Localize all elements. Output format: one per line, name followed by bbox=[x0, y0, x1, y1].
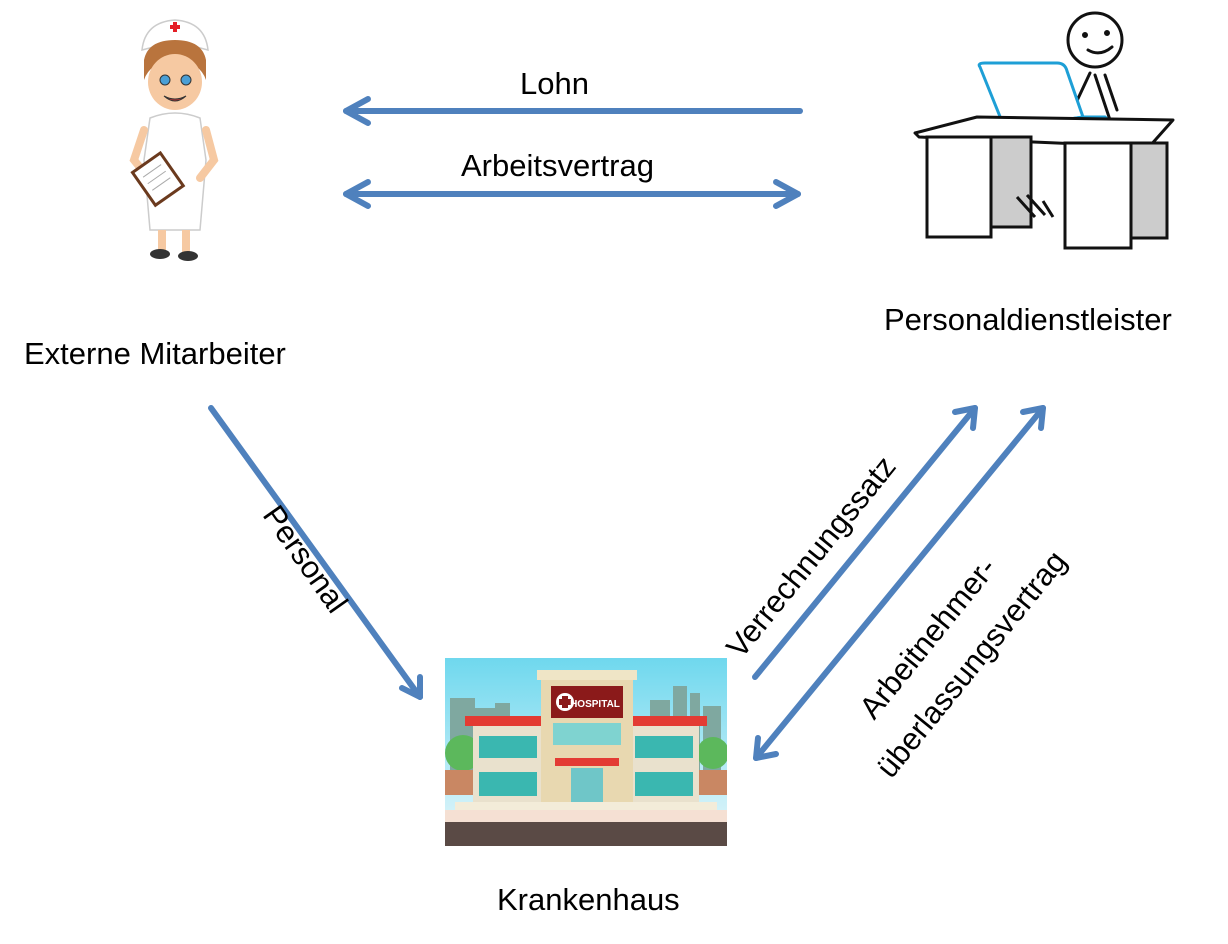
personal-arrow bbox=[208, 405, 423, 700]
lohn-arrow bbox=[343, 96, 803, 126]
lohn-label: Lohn bbox=[520, 66, 589, 101]
externe-mitarbeiter-label: Externe Mitarbeiter bbox=[24, 336, 286, 371]
arbeitsvertrag-label: Arbeitsvertrag bbox=[461, 148, 654, 183]
nurse-icon bbox=[129, 19, 219, 261]
hospital-sign: HOSPITAL bbox=[570, 699, 620, 710]
hospital-building-icon: HOSPITAL bbox=[445, 658, 727, 846]
krankenhaus-label: Krankenhaus bbox=[497, 882, 680, 917]
arbeitsvertrag-arrow bbox=[343, 179, 801, 209]
person-at-desk-icon bbox=[913, 11, 1175, 250]
ueberlassungsvertrag-arrow bbox=[753, 405, 1046, 761]
personaldienstleister-label: Personaldienstleister bbox=[884, 302, 1172, 337]
verrechnungssatz-arrow bbox=[752, 405, 978, 680]
